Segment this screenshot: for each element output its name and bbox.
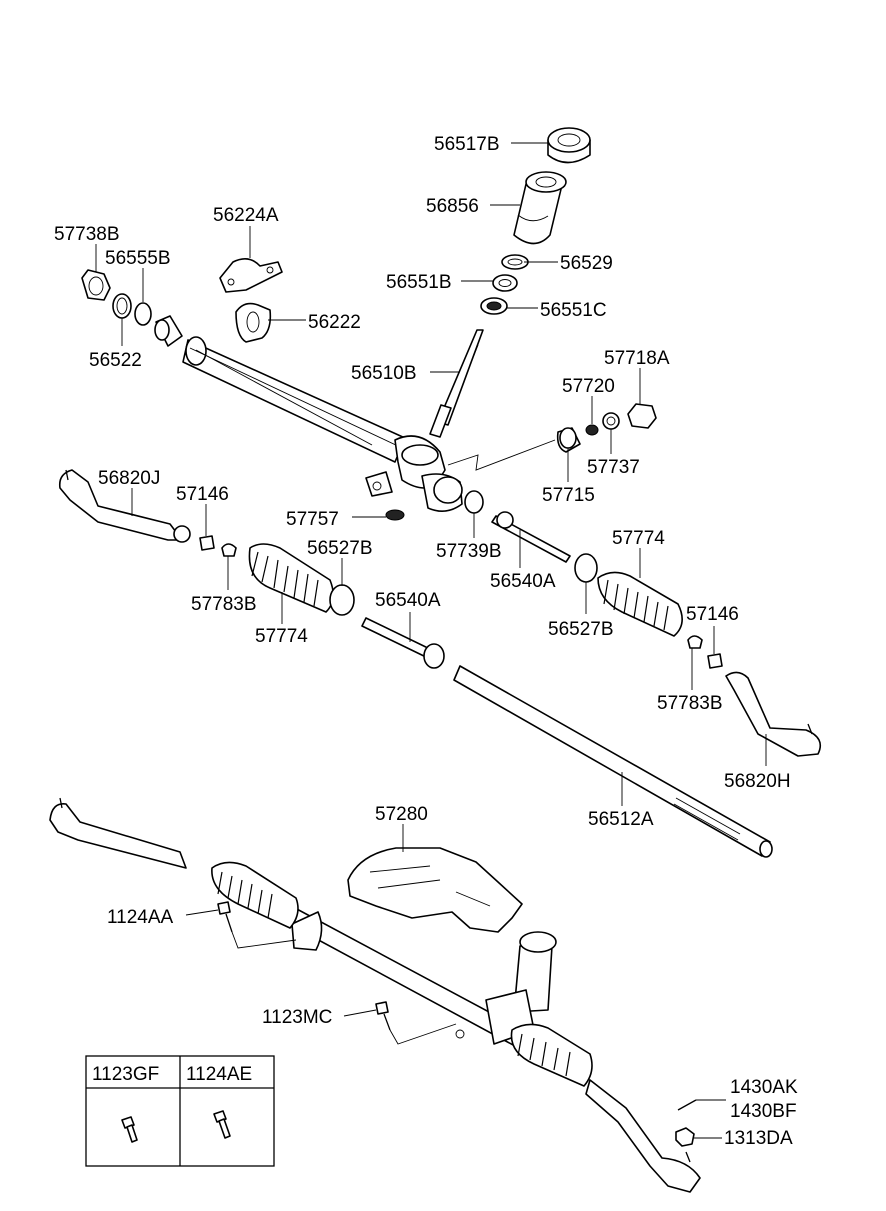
label-56224A: 56224A [213, 205, 279, 226]
label-57720: 57720 [562, 376, 615, 397]
label-1123MC: 1123MC [262, 1007, 332, 1028]
part-lower-right-tie-rod [585, 1079, 701, 1193]
part-56551C-seal [480, 297, 508, 315]
table-header-1123GF: 1123GF [92, 1064, 159, 1085]
bolt-1124AE-icon [213, 1110, 231, 1139]
label-56856: 56856 [426, 196, 479, 217]
part-56856-housing [513, 171, 567, 245]
assembly-leader-lines [195, 349, 556, 471]
part-1313DA-nut [675, 1127, 695, 1147]
part-56820H-tie-rod-end [725, 671, 822, 757]
label-56551C: 56551C [540, 300, 607, 321]
label-56529: 56529 [560, 253, 613, 274]
label-leader-lines [95, 142, 767, 1139]
part-56224A-bracket [219, 258, 283, 293]
part-lower-left-boot [211, 861, 299, 929]
bolt-1123GF-icon [121, 1116, 138, 1143]
part-57783B-right [687, 635, 703, 649]
part-56527B-clamp-left [329, 584, 355, 616]
label-1430BF: 1430BF [730, 1101, 797, 1122]
part-lower-left-tie-rod [49, 797, 187, 869]
part-56222-bushing [235, 302, 272, 343]
label-57715: 57715 [542, 485, 595, 506]
label-57774-left: 57774 [255, 626, 308, 647]
part-57737-nut [602, 412, 620, 430]
part-56517B-cap [547, 127, 591, 164]
part-rack-housing-tube [182, 336, 463, 512]
table-header-1124AE: 1124AE [186, 1064, 252, 1085]
part-56540A-inner-rod-center [361, 617, 445, 669]
part-57739B-ring [464, 490, 484, 514]
part-number-labels: 56517B 56856 56529 56551B 56551C 56224A … [54, 134, 798, 1149]
part-1430AK-split-pin [677, 1099, 697, 1111]
fastener-table: 1123GF 1124AE [85, 1055, 275, 1167]
label-57738B: 57738B [54, 224, 120, 245]
label-57757: 57757 [286, 509, 339, 530]
label-57739B: 57739B [436, 541, 502, 562]
label-57718A: 57718A [604, 348, 670, 369]
label-56551B: 56551B [386, 272, 452, 293]
label-56512A: 56512A [588, 809, 654, 830]
part-57757-washer [385, 509, 405, 521]
label-56820H: 56820H [724, 771, 791, 792]
part-56529-bearing [501, 254, 529, 270]
part-56522-ring [112, 293, 132, 319]
part-bush-tube [154, 315, 183, 347]
part-56820J-tie-rod-end [58, 469, 191, 543]
label-56527B-left: 56527B [307, 538, 373, 559]
part-56555B-bush [134, 302, 152, 326]
part-57715-yoke [556, 427, 581, 453]
label-56510B: 56510B [351, 363, 417, 384]
part-56512A-rack [453, 665, 773, 858]
label-56540A-right: 56540A [490, 571, 556, 592]
label-56522: 56522 [89, 350, 142, 371]
part-57738B-nut [81, 269, 111, 301]
part-57720-spring [585, 424, 599, 436]
part-1124AA-bolt [217, 901, 297, 949]
label-57737: 57737 [587, 457, 640, 478]
part-1123MC-bolt [375, 1001, 465, 1045]
label-57783B-left: 57783B [191, 594, 257, 615]
part-lower-right-boot [510, 1023, 593, 1087]
part-56510B-pinion [429, 329, 484, 438]
label-56527B-right: 56527B [548, 619, 614, 640]
part-57774-boot-right [597, 571, 683, 637]
label-57774-right: 57774 [612, 528, 665, 549]
part-57783B-left [221, 543, 237, 557]
part-56551B-seal [492, 274, 518, 292]
label-57280: 57280 [375, 804, 428, 825]
part-57146-right [707, 653, 723, 669]
label-1430AK: 1430AK [730, 1077, 798, 1098]
label-56555B: 56555B [105, 248, 171, 269]
part-57280-heat-shield [347, 847, 523, 933]
part-56527B-clamp-right [574, 553, 598, 583]
label-56820J: 56820J [98, 468, 160, 489]
label-56540A-center: 56540A [375, 590, 441, 611]
label-56222: 56222 [308, 312, 361, 333]
part-57718A-plug [627, 403, 657, 429]
label-57146-right: 57146 [686, 604, 739, 625]
label-57783B-right: 57783B [657, 693, 723, 714]
label-1313DA: 1313DA [724, 1128, 793, 1149]
label-1124AA: 1124AA [107, 907, 174, 928]
label-57146-left: 57146 [176, 484, 229, 505]
part-57146-left [199, 535, 215, 551]
label-56517B: 56517B [434, 134, 500, 155]
part-56540A-inner-rod-right [491, 511, 571, 563]
